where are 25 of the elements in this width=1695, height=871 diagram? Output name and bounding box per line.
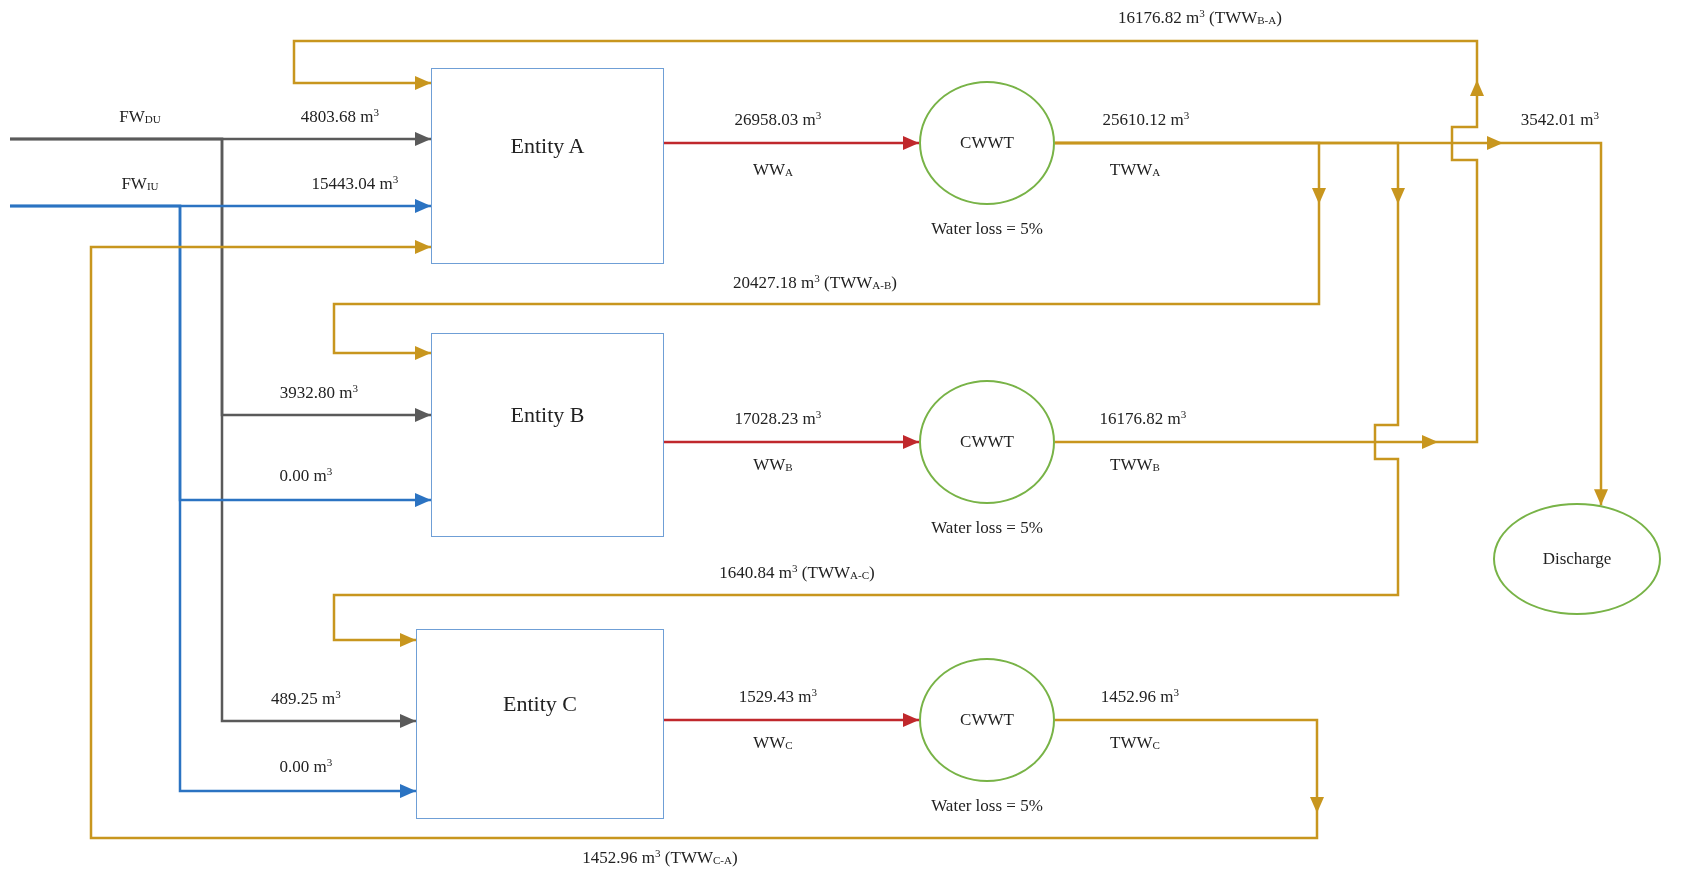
process-box	[431, 68, 664, 264]
note-text: Water loss = 5%	[930, 218, 1044, 240]
note-text: Water loss = 5%	[930, 517, 1044, 539]
node-label: CWWT	[960, 432, 1014, 452]
flow-label: TWW$_{B}$	[1109, 454, 1161, 476]
flow-label: WW$_{B}$	[752, 454, 794, 476]
flow-label: WW$_{C}$	[752, 732, 794, 754]
node-label: CWWT	[960, 710, 1014, 730]
process-box	[416, 629, 664, 819]
flow-label: TWW$_{C}$	[1109, 732, 1161, 754]
node-label: CWWT	[960, 133, 1014, 153]
process-box	[431, 333, 664, 537]
flow-label: FW$_{DU}$	[118, 106, 162, 128]
flow-label: 16176.82 m$^{3}$	[1098, 408, 1188, 430]
flow-label: 25610.12 m$^{3}$	[1101, 109, 1191, 131]
edge-label: 20427.18 m$^{3}$ (TWW$_{A-B}$)	[730, 272, 900, 294]
flow-label: 1452.96 m$^{3}$	[1099, 686, 1181, 708]
note-text: Water loss = 5%	[930, 795, 1044, 817]
node-label: Discharge	[1542, 549, 1612, 569]
flow-label: WW$_{A}$	[751, 159, 795, 181]
node-label: Entity C	[503, 691, 577, 717]
node-label: Entity A	[510, 133, 585, 159]
flow-label: FW$_{IU}$	[120, 173, 160, 195]
node-label: Entity B	[510, 402, 585, 428]
flow-label: TWW$_{A}$	[1108, 159, 1162, 181]
